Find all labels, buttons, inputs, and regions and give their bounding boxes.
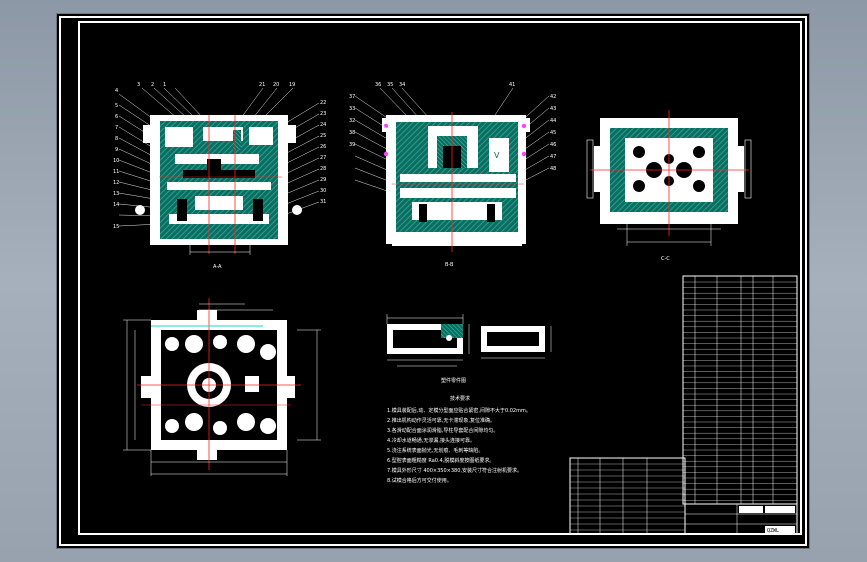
callout-41: 41 — [509, 82, 515, 88]
note-line-2: 2.推出机构动作灵活可靠,无卡滞现象,复位准确。 — [387, 417, 495, 424]
callout-47: 47 — [550, 154, 556, 160]
technical-notes: 技术要求 1.模具装配后,动、定模分型面应贴合紧密,间隙不大于0.02mm。 2… — [387, 395, 531, 484]
part-drawing: 塑件零件图 — [386, 314, 552, 384]
callout-4: 4 — [115, 88, 118, 94]
callout-1: 1 — [163, 82, 166, 88]
part-caption: 塑件零件图 — [441, 377, 466, 384]
callout-10: 10 — [113, 158, 119, 164]
callout-3: 3 — [137, 82, 140, 88]
callout-30: 30 — [320, 188, 326, 194]
section-a-caption: A-A — [213, 264, 222, 270]
callout-36: 36 — [375, 82, 381, 88]
section-c-caption: C-C — [661, 256, 670, 262]
parts-list — [682, 275, 798, 505]
callout-24: 24 — [320, 122, 326, 128]
callout-43: 43 — [550, 106, 556, 112]
callout-27: 27 — [320, 155, 326, 161]
callout-9: 9 — [115, 147, 118, 153]
callout-25: 25 — [320, 133, 326, 139]
inner-border — [78, 21, 802, 535]
callout-2: 2 — [151, 82, 154, 88]
section-a-view: 4 3 2 1 5 6 7 8 9 10 11 12 13 14 15 21 2… — [113, 82, 326, 270]
callout-35: 35 — [387, 82, 393, 88]
outer-border — [59, 16, 807, 546]
note-line-7: 7.模具外形尺寸 400×350×380,安装尺寸符合注射机要求。 — [387, 467, 522, 474]
logo-mark: QZWL — [767, 528, 779, 534]
note-line-3: 3.各滑动配合面涂润滑脂,导柱导套配合间隙均匀。 — [387, 427, 498, 434]
section-b-view: V 37 36 35 34 33 32 38 39 41 42 43 — [349, 82, 556, 268]
callout-39: 39 — [349, 142, 355, 148]
section-b-caption: B-B — [445, 262, 454, 268]
callout-26: 26 — [320, 144, 326, 150]
callout-21: 21 — [259, 82, 265, 88]
callout-22: 22 — [320, 100, 326, 106]
note-line-1: 1.模具装配后,动、定模分型面应贴合紧密,间隙不大于0.02mm。 — [387, 407, 531, 414]
callout-11: 11 — [113, 169, 119, 175]
callout-8: 8 — [115, 136, 118, 142]
note-line-5: 5.浇注系统表面抛光,无划痕、毛刺等缺陷。 — [387, 447, 483, 454]
notes-heading: 技术要求 — [450, 395, 470, 402]
plan-view — [123, 298, 321, 476]
note-line-8: 8.试模合格后方可交付使用。 — [387, 477, 452, 484]
callout-13: 13 — [113, 191, 119, 197]
section-c-view: C-C — [586, 110, 752, 262]
callout-7: 7 — [115, 125, 118, 131]
callout-38: 38 — [349, 130, 355, 136]
callout-46: 46 — [550, 142, 556, 148]
callout-5: 5 — [115, 103, 118, 109]
callout-23: 23 — [320, 111, 326, 117]
callout-29: 29 — [320, 177, 326, 183]
callout-15: 15 — [113, 224, 119, 230]
callout-32: 32 — [349, 118, 355, 124]
note-line-6: 6.型腔表面粗糙度 Ra0.4,脱模斜度按图纸要求。 — [387, 457, 494, 464]
callout-19: 19 — [289, 82, 295, 88]
svg-text:V: V — [494, 151, 500, 160]
drawing-sheet: 4 3 2 1 5 6 7 8 9 10 11 12 13 14 15 21 2… — [57, 14, 809, 548]
callout-20: 20 — [273, 82, 279, 88]
callout-12: 12 — [113, 180, 119, 186]
title-block: QZWL — [569, 457, 798, 535]
callout-48: 48 — [550, 166, 556, 172]
callout-14: 14 — [113, 202, 119, 208]
callout-33: 33 — [349, 106, 355, 112]
callout-37: 37 — [349, 94, 355, 100]
callout-28: 28 — [320, 166, 326, 172]
callout-34: 34 — [399, 82, 405, 88]
callout-42: 42 — [550, 94, 556, 100]
cad-drawing: 4 3 2 1 5 6 7 8 9 10 11 12 13 14 15 21 2… — [59, 16, 807, 546]
callout-45: 45 — [550, 130, 556, 136]
callout-31: 31 — [320, 199, 326, 205]
callout-6: 6 — [115, 114, 118, 120]
callout-44: 44 — [550, 118, 556, 124]
note-line-4: 4.冷却水道畅通,无渗漏,接头连接可靠。 — [387, 437, 475, 444]
